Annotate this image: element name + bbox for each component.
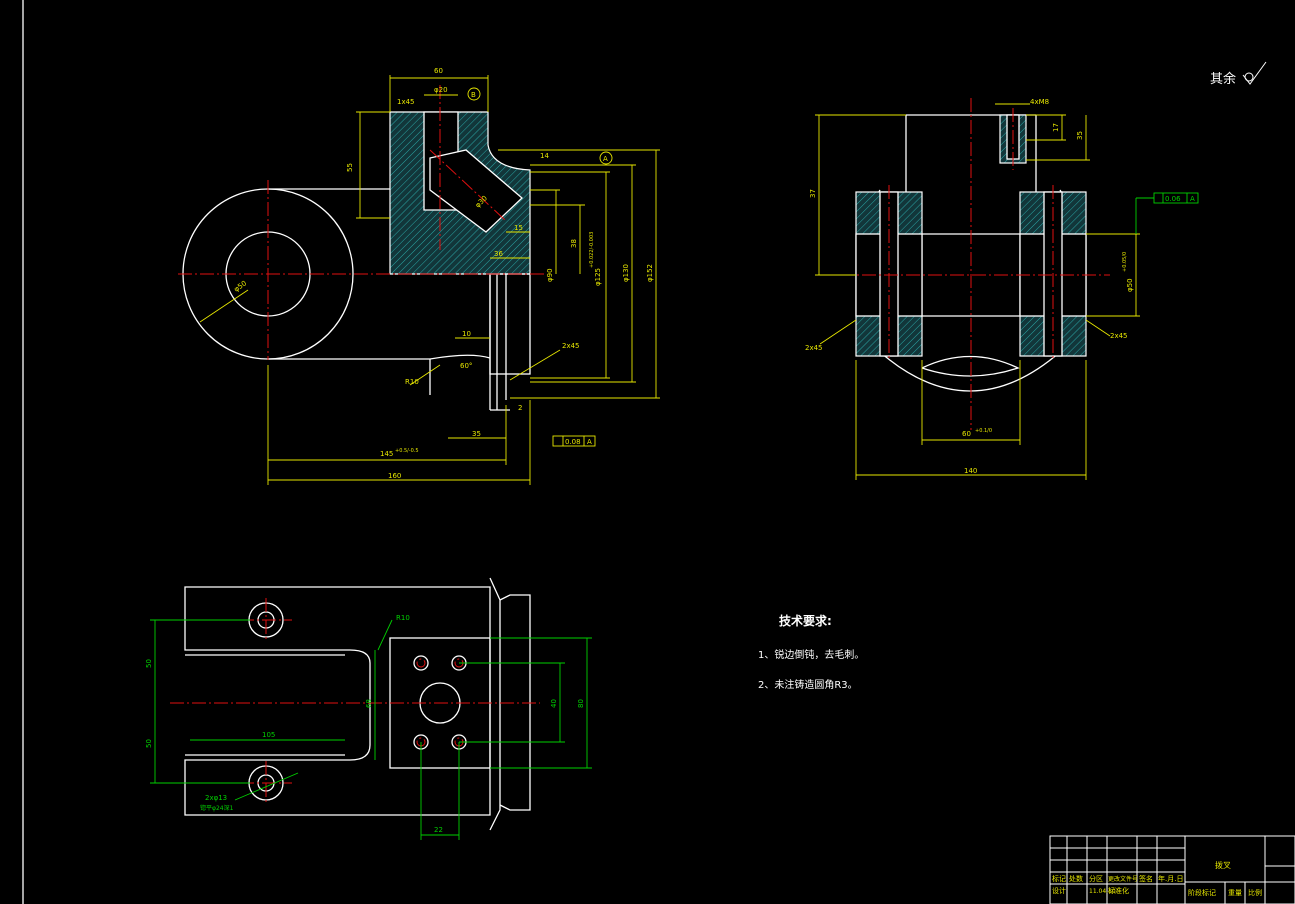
part-name: 拨叉 bbox=[1215, 860, 1231, 870]
dim-top-50a: 50 bbox=[145, 659, 153, 668]
dim-38: 38 bbox=[570, 239, 578, 248]
svg-text:A: A bbox=[1190, 195, 1195, 203]
dim-17: 17 bbox=[1052, 123, 1060, 132]
dim-14: 14 bbox=[540, 152, 549, 160]
tech-title: 技术要求: bbox=[779, 614, 832, 628]
dim-top-105: 105 bbox=[262, 731, 275, 739]
dim-angle-60: 60° bbox=[460, 362, 472, 370]
tech-item-1: 1、锐边倒钝，去毛刺。 bbox=[758, 650, 865, 661]
fcf-front bbox=[552, 435, 596, 447]
dim-145-tol: +0.5/-0.5 bbox=[395, 448, 419, 454]
roughness-note: 其余 bbox=[1210, 72, 1237, 87]
dim-top-50b: 50 bbox=[145, 739, 153, 748]
svg-text:设计: 设计 bbox=[1052, 886, 1066, 895]
dim-side-60: 60 bbox=[962, 430, 971, 438]
dim-side-35: 35 bbox=[1076, 131, 1084, 140]
svg-text:阶段标记: 阶段标记 bbox=[1188, 888, 1216, 897]
dim-phi20: φ20 bbox=[434, 86, 448, 94]
dim-top-40: 40 bbox=[550, 699, 558, 708]
dim-55: 55 bbox=[346, 163, 354, 172]
svg-text:分区: 分区 bbox=[1089, 874, 1103, 883]
dim-phi125-tol: +0.022/-0.003 bbox=[589, 232, 595, 268]
dim-top-80: 80 bbox=[577, 699, 585, 708]
svg-text:0.08: 0.08 bbox=[565, 438, 581, 446]
dim-side-phi50: φ50 bbox=[1126, 278, 1134, 292]
svg-text:年.月.日: 年.月.日 bbox=[1158, 874, 1183, 883]
svg-text:比例: 比例 bbox=[1248, 888, 1262, 897]
dim-4xm8: 4xM8 bbox=[1030, 98, 1049, 106]
dim-10: 10 bbox=[462, 330, 471, 338]
title-block: 标记 处数 分区 更改文件号 签名 年.月.日 设计 11.04.10 标准化 … bbox=[1049, 835, 1295, 904]
dim-chamfer-1x45: 1x45 bbox=[397, 98, 415, 106]
dim-r10: R10 bbox=[405, 378, 419, 386]
dim-phi152: φ152 bbox=[646, 264, 654, 282]
svg-text:标记: 标记 bbox=[1052, 874, 1066, 883]
svg-text:处数: 处数 bbox=[1069, 874, 1083, 883]
flange-body bbox=[489, 273, 531, 375]
svg-text:重量: 重量 bbox=[1228, 889, 1242, 897]
dim-35: 35 bbox=[472, 430, 481, 438]
dim-15: 15 bbox=[514, 224, 523, 232]
dim-phi130: φ130 bbox=[622, 264, 630, 282]
dim-2: 2 bbox=[518, 404, 522, 412]
dim-top-holes-note: 锪平φ24深1 bbox=[200, 804, 234, 812]
dim-side-chamfer-right: 2x45 bbox=[1110, 332, 1128, 340]
roughness-symbol-icon bbox=[1242, 61, 1267, 85]
tech-item-2: 2、未注铸造圆角R3。 bbox=[758, 680, 858, 691]
front-view: 60 φ20 1x45 B 55 14 A 15 36 38 φ90 φ125 … bbox=[178, 67, 660, 485]
dim-phi125: φ125 bbox=[594, 268, 602, 286]
svg-text:11.04.10: 11.04.10 bbox=[1089, 888, 1116, 895]
dim-140: 140 bbox=[964, 467, 977, 475]
svg-text:更改文件号: 更改文件号 bbox=[1108, 875, 1138, 883]
side-view: 4xM8 17 35 37 φ50 +0.05/0 0.06 A 2x45 2x… bbox=[805, 98, 1199, 480]
svg-text:签名: 签名 bbox=[1139, 874, 1153, 883]
dim-top-22: 22 bbox=[434, 826, 443, 834]
dim-chamfer-2x45: 2x45 bbox=[562, 342, 580, 350]
svg-text:0.06: 0.06 bbox=[1165, 195, 1181, 203]
dim-145: 145 bbox=[380, 450, 393, 458]
svg-text:A: A bbox=[587, 438, 592, 446]
datum-b: B bbox=[471, 91, 476, 99]
dim-side-chamfer-left: 2x45 bbox=[805, 344, 823, 352]
dim-60: 60 bbox=[434, 67, 443, 75]
datum-a: A bbox=[603, 155, 608, 163]
dim-phi90: φ90 bbox=[546, 268, 554, 282]
dim-top-r10: R10 bbox=[396, 614, 410, 622]
dim-37: 37 bbox=[809, 189, 817, 198]
dim-side-phi50-tol: +0.05/0 bbox=[1122, 252, 1128, 272]
svg-text:标准化: 标准化 bbox=[1108, 886, 1129, 895]
fcf-side bbox=[1153, 192, 1199, 204]
dim-side-60-tol: +0.1/0 bbox=[975, 428, 992, 434]
dim-160: 160 bbox=[388, 472, 401, 480]
dim-top-holes: 2xφ13 bbox=[205, 794, 227, 802]
dim-top-68: 68 bbox=[365, 699, 373, 708]
top-view: 50 50 68 40 80 22 105 R10 2xφ13 锪平φ24深1 bbox=[145, 577, 592, 840]
dim-36: 36 bbox=[494, 250, 503, 258]
